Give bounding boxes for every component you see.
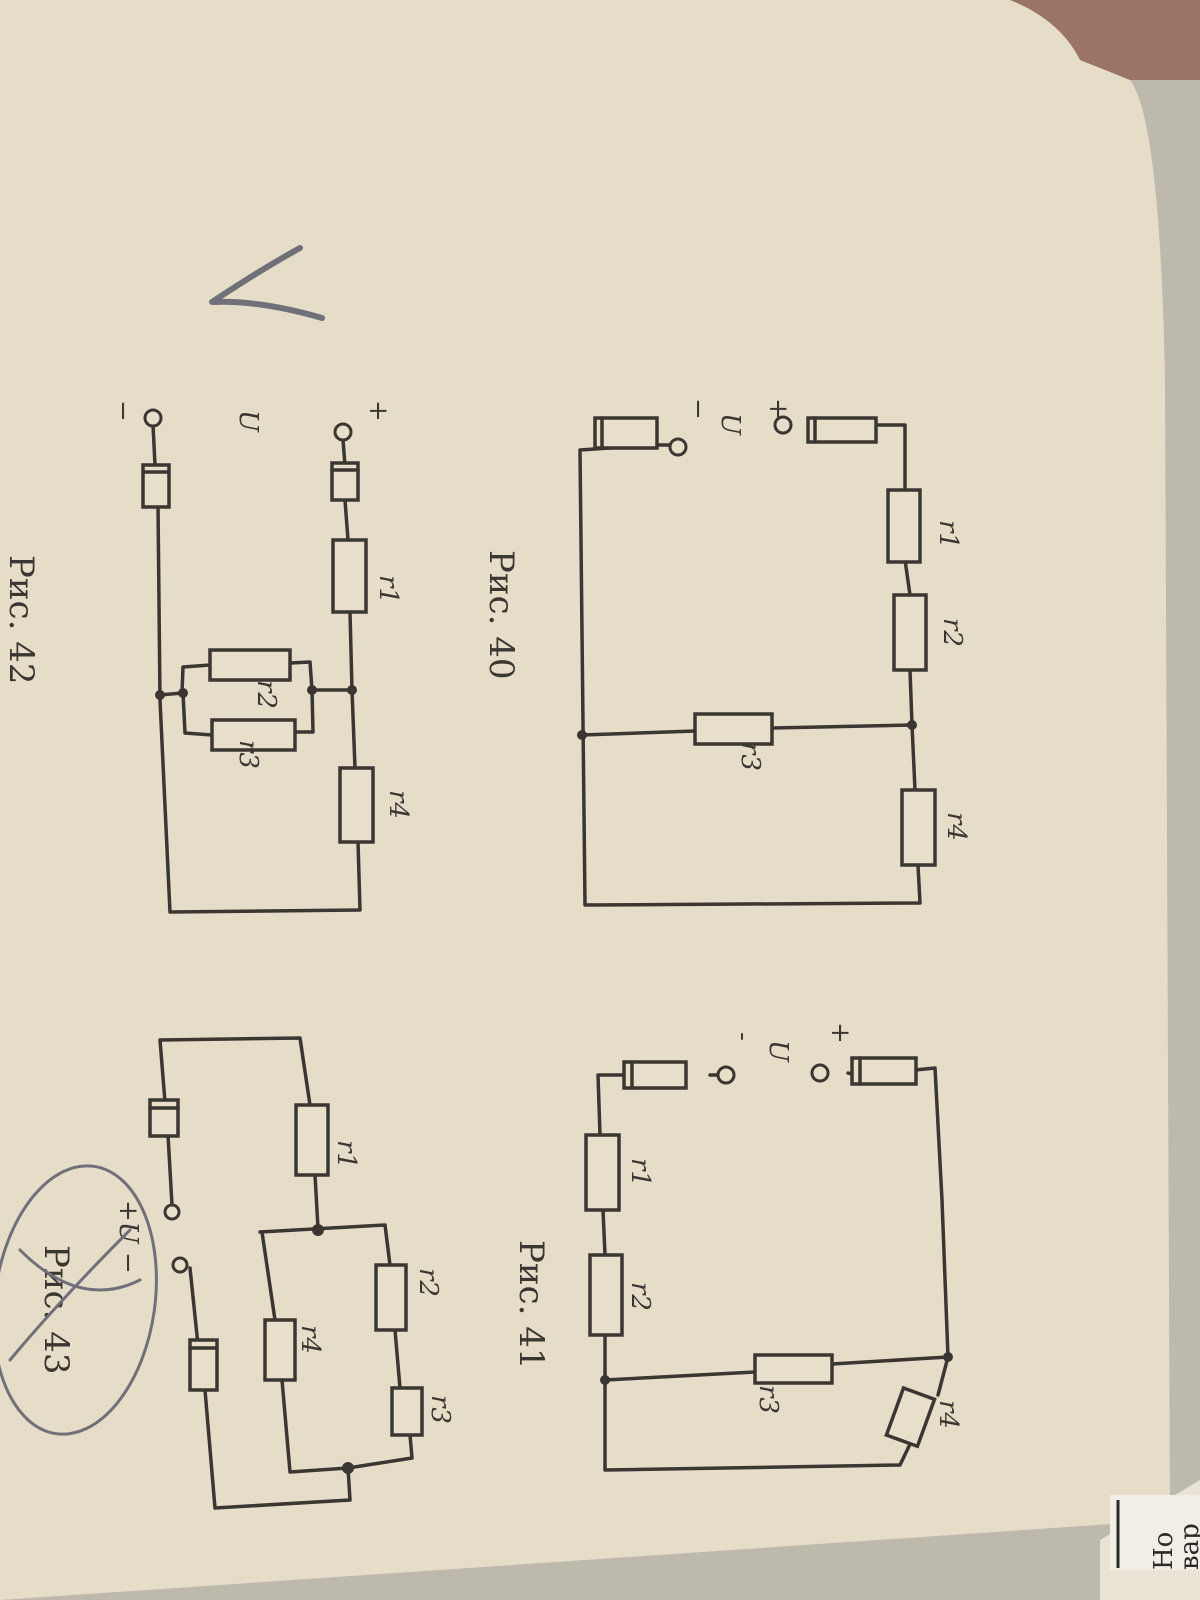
fig42-terminal-minus — [143, 408, 163, 428]
fig40-resistor-r1 — [886, 488, 922, 564]
fig40-label-r2: r2 — [937, 618, 967, 647]
fig40-terminal-plus — [773, 415, 793, 435]
fig41-label-r3: r3 — [753, 1385, 783, 1414]
next-page-text: Но вар — [1149, 1523, 1200, 1570]
fig43-terminal-plus — [163, 1203, 181, 1221]
fig40-caption: Рис. 40 — [481, 550, 521, 679]
fig42-caption: Рис. 42 — [1, 555, 41, 684]
fig40-label-r4: r4 — [941, 812, 971, 841]
fig41-label-r4: r4 — [933, 1400, 963, 1429]
fig40-terminal-minus-sign: − — [683, 398, 713, 420]
fig41-resistor-r4 — [884, 1385, 937, 1449]
fig42-node-left — [155, 690, 165, 700]
fig40-resistor-r2 — [892, 593, 928, 672]
fig43-wire-bottom-loop — [203, 1388, 352, 1510]
figure-40: + U − r1 r2 r3 r4 Рис. 40 — [481, 398, 971, 907]
next-page-line-2: вар — [1175, 1523, 1200, 1570]
fig40-resistor-r3 — [693, 712, 774, 746]
fig42-resistor-r1 — [331, 538, 368, 614]
fig43-fuse-top — [148, 1098, 180, 1138]
fig41-terminal-minus-sign: - — [728, 1032, 758, 1041]
fig42-wire-minus — [151, 423, 162, 702]
fig43-label-r2: r2 — [413, 1268, 443, 1297]
fig41-voltage-label: U — [763, 1040, 793, 1063]
fig42-label-r3: r3 — [233, 740, 263, 769]
fig40-resistor-r4 — [900, 788, 937, 867]
figure-42: + U − r1 r2 r3 r4 Рис. 42 — [1, 400, 413, 914]
fig40-wire-r3-branch — [580, 723, 914, 737]
fig40-terminal-plus-sign: + — [763, 398, 793, 420]
fig41-node-right — [943, 1352, 953, 1362]
fig41-resistor-r2 — [588, 1253, 624, 1337]
next-page-text-area — [1110, 1495, 1200, 1570]
fig42-wire-parallel — [158, 660, 354, 737]
fig40-fuse-bottom — [593, 416, 659, 450]
fig41-node-left — [600, 1375, 610, 1385]
fig41-wire-r3 — [603, 1355, 950, 1382]
fig41-fuse-bottom — [622, 1060, 688, 1090]
fig42-label-r2: r2 — [251, 680, 281, 709]
fig43-resistor-r4 — [263, 1318, 297, 1382]
fig42-wire-plus — [341, 438, 350, 542]
fig43-resistor-r3 — [390, 1386, 424, 1437]
fig43-wire-r1-node — [313, 1173, 320, 1230]
fig40-node-top — [907, 720, 917, 730]
fig40-terminal-minus — [668, 437, 688, 457]
pencil-circle — [0, 1164, 158, 1436]
fig42-node-right — [347, 685, 357, 695]
next-page-line-1: Но — [1149, 1532, 1179, 1570]
fig43-terminal-minus — [171, 1256, 189, 1274]
fig41-label-r2: r2 — [625, 1282, 655, 1311]
fig42-wire-node-r4 — [350, 688, 357, 770]
fig42-resistor-r4 — [338, 766, 375, 844]
fig42-wire-r4-loop — [158, 698, 362, 914]
fig43-node-bottom — [342, 1462, 354, 1474]
fig42-wire-r1-node — [348, 610, 354, 692]
fig41-resistor-r1 — [584, 1133, 621, 1212]
fig40-fuse-top — [806, 416, 878, 444]
fig42-label-r4: r4 — [383, 790, 413, 819]
fig43-terminal-label: +U − — [113, 1200, 143, 1274]
fig43-label-r1: r1 — [331, 1140, 361, 1169]
fig43-label-r3: r3 — [425, 1395, 455, 1424]
fig42-voltage-label: U — [233, 410, 263, 433]
fig41-resistor-r3 — [753, 1353, 834, 1385]
fig42-node-par-left — [178, 688, 188, 698]
fig40-voltage-label: U — [715, 413, 745, 436]
fig43-wire-branches — [258, 1223, 414, 1474]
fig43-resistor-r1 — [294, 1103, 330, 1177]
fig41-label-r1: r1 — [625, 1158, 655, 1187]
fig40-label-r1: r1 — [933, 520, 963, 549]
fig43-wire-terminals — [166, 1133, 200, 1347]
fig41-caption: Рис. 41 — [511, 1240, 551, 1369]
pencil-checkmark — [209, 245, 325, 321]
fig41-terminal-plus-sign: + — [825, 1022, 855, 1044]
pencil-strike — [8, 1228, 142, 1362]
fig40-node-bottom — [577, 730, 587, 740]
fig42-terminal-plus-sign: + — [363, 400, 393, 422]
fig43-label-r4: r4 — [295, 1325, 325, 1354]
fig40-wire-r1-r2 — [903, 558, 912, 597]
fig41-fuse-top — [850, 1056, 918, 1086]
fig41-terminal-minus — [716, 1065, 736, 1085]
fig43-resistor-r2 — [374, 1263, 408, 1332]
fig41-terminal-plus — [810, 1063, 830, 1083]
fig42-resistor-r3 — [210, 718, 297, 752]
fig42-resistor-r2 — [208, 648, 292, 682]
fig41-wire-r4-bottom — [603, 1378, 914, 1472]
fig42-terminal-minus-sign: − — [108, 400, 138, 422]
fig40-label-r3: r3 — [735, 742, 765, 771]
figure-43: +U − r1 r2 r3 r4 Рис. 43 — [36, 1036, 455, 1510]
fig43-caption: Рис. 43 — [36, 1245, 76, 1374]
fig42-node-par-right — [307, 685, 317, 695]
fig43-wire-top-loop — [158, 1036, 312, 1107]
fig42-terminal-plus — [333, 422, 353, 442]
figure-41: + U - r1 r2 r3 r4 Рис. 41 — [511, 1022, 963, 1472]
fig41-wire-r1-r2 — [601, 1208, 607, 1257]
fig42-label-r1: r1 — [373, 575, 403, 604]
fig43-node-top — [312, 1224, 324, 1236]
